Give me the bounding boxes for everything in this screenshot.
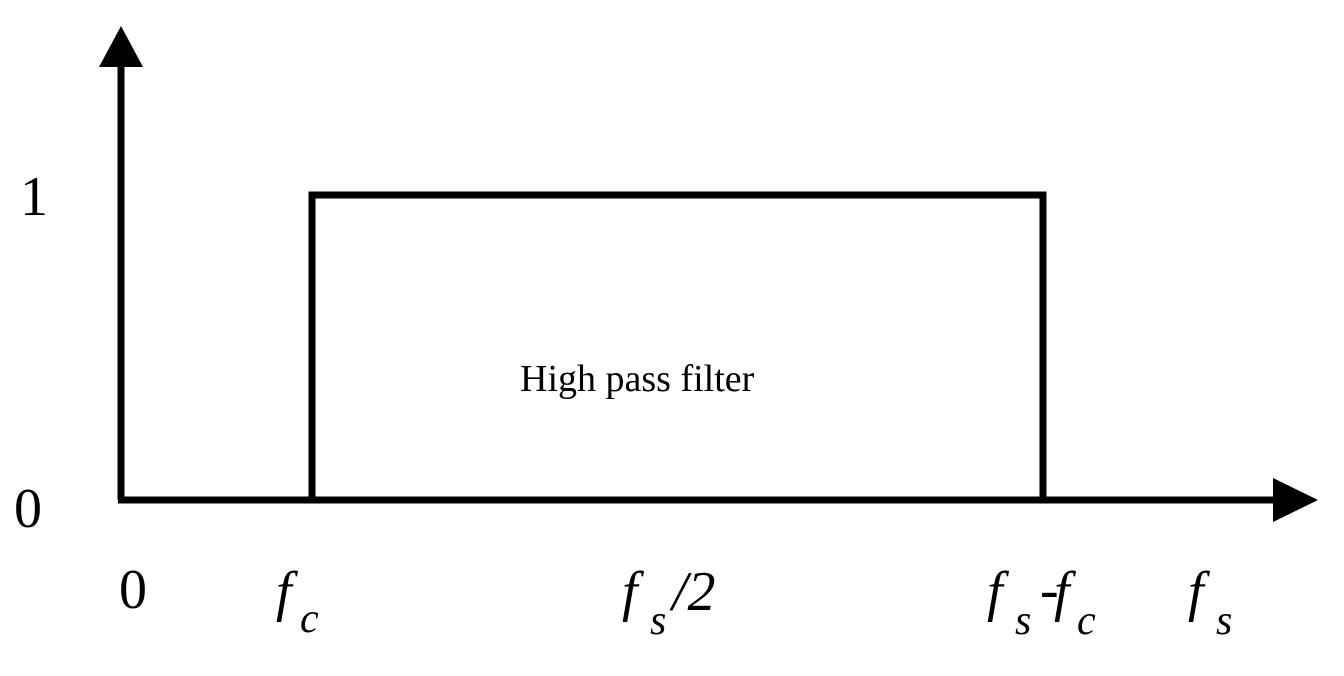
x-tick-fs-minus-fc-main: f: [987, 561, 1010, 623]
x-tick-fs-half-sub: s: [650, 598, 666, 644]
y-tick-one: 1: [20, 166, 48, 228]
x-tick-fs-minus-fc: f s - f c: [987, 559, 1096, 644]
y-tick-zero: 0: [14, 478, 42, 540]
x-tick-fs-half-main: f: [622, 561, 645, 623]
x-tick-fs-half: f s /2: [622, 561, 716, 644]
x-tick-fs-minus-fc-dash: -: [1040, 559, 1059, 621]
x-tick-fs-sub: s: [1216, 598, 1232, 644]
x-tick-fc: f c: [276, 561, 319, 642]
x-tick-fs-minus-fc-sub: s: [1015, 598, 1031, 644]
filter-label: High pass filter: [520, 358, 755, 400]
x-tick-zero: 0: [119, 559, 147, 621]
x-tick-fc-main: f: [276, 561, 299, 623]
x-tick-fs-main: f: [1188, 561, 1211, 623]
y-axis-arrowhead: [99, 26, 143, 67]
x-axis-arrowhead: [1273, 478, 1318, 522]
passband-outline: [308, 191, 1047, 500]
x-tick-fs-half-tail: /2: [669, 561, 716, 623]
x-tick-fs-minus-fc-sub2: c: [1077, 598, 1096, 644]
x-tick-fs: f s: [1188, 561, 1232, 644]
x-tick-fc-sub: c: [300, 596, 319, 642]
x-tick-fs-minus-fc-main2: f: [1054, 561, 1077, 623]
